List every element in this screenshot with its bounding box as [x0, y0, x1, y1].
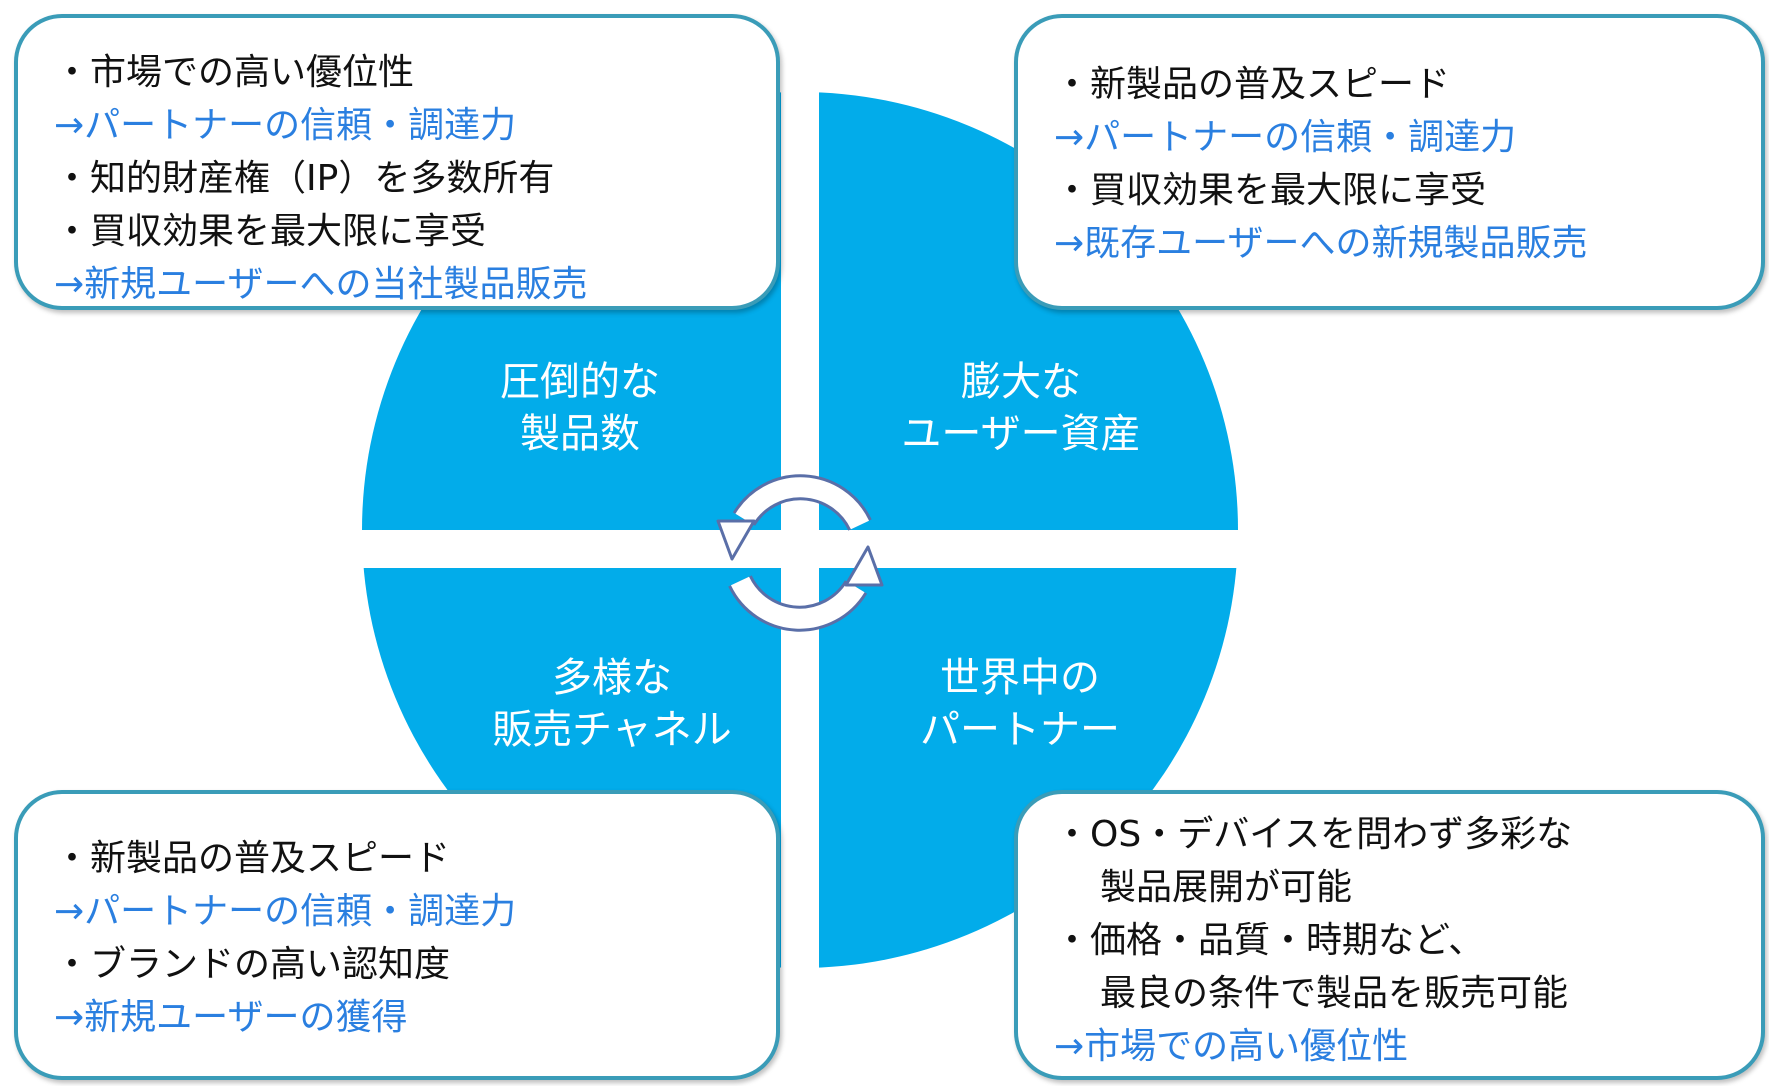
note-line-accent: →既存ユーザーへの新規製品販売	[1054, 223, 1588, 264]
note-line-indent: 製品展開が可能	[1100, 867, 1353, 908]
quadrant-label-line: ユーザー資産	[901, 411, 1141, 457]
note-line: ・OS・デバイスを問わず多彩な	[1054, 814, 1573, 855]
note-line-indent: 最良の条件で製品を販売可能	[1100, 973, 1569, 1014]
quadrant-label-line: 膨大な	[961, 359, 1081, 405]
note-box-top-right: ・新製品の普及スピード →パートナーの信頼・調達力 ・買収効果を最大限に享受 →…	[1014, 14, 1765, 310]
note-line: ・新製品の普及スピード	[1054, 64, 1451, 105]
note-line-accent: →パートナーの信頼・調達力	[54, 891, 517, 932]
note-line: ・ブランドの高い認知度	[54, 944, 451, 985]
note-line: ・買収効果を最大限に享受	[1054, 170, 1487, 211]
quadrant-label-line: パートナー	[920, 707, 1120, 753]
quadrant-label-line: 世界中の	[940, 655, 1100, 701]
note-line: ・価格・品質・時期など、	[1054, 920, 1485, 961]
quadrant-label-line: 販売チャネル	[492, 707, 732, 753]
quadrant-label-top-left: 圧倒的な 製品数	[480, 356, 680, 460]
note-line-accent: →市場での高い優位性	[1054, 1026, 1409, 1067]
note-box-top-left: ・市場での高い優位性 →パートナーの信頼・調達力 ・知的財産権（IP）を多数所有…	[14, 14, 780, 310]
note-line-accent: →新規ユーザーの獲得	[54, 997, 408, 1038]
quadrant-label-line: 多様な	[552, 655, 672, 701]
note-line: ・新製品の普及スピード	[54, 838, 451, 879]
horizontal-divider	[350, 530, 1250, 568]
note-line-accent: →新規ユーザーへの当社製品販売	[54, 264, 588, 305]
quadrant-label-line: 製品数	[520, 411, 640, 457]
quadrant-label-bottom-right: 世界中の パートナー	[910, 652, 1130, 756]
quadrant-label-line: 圧倒的な	[500, 359, 660, 405]
note-box-bottom-left: ・新製品の普及スピード →パートナーの信頼・調達力 ・ブランドの高い認知度 →新…	[14, 790, 780, 1080]
note-line: ・知的財産権（IP）を多数所有	[54, 158, 555, 199]
note-line-accent: →パートナーの信頼・調達力	[54, 105, 517, 146]
note-line-accent: →パートナーの信頼・調達力	[1054, 117, 1517, 158]
cycle-arrows-icon	[716, 474, 884, 632]
note-line: ・買収効果を最大限に享受	[54, 211, 487, 252]
quadrant-label-bottom-left: 多様な 販売チャネル	[482, 652, 742, 756]
quadrant-label-top-right: 膨大な ユーザー資産	[891, 356, 1151, 460]
note-line: ・市場での高い優位性	[54, 52, 415, 93]
note-box-bottom-right: ・OS・デバイスを問わず多彩な 製品展開が可能 ・価格・品質・時期など、 最良の…	[1014, 790, 1765, 1080]
